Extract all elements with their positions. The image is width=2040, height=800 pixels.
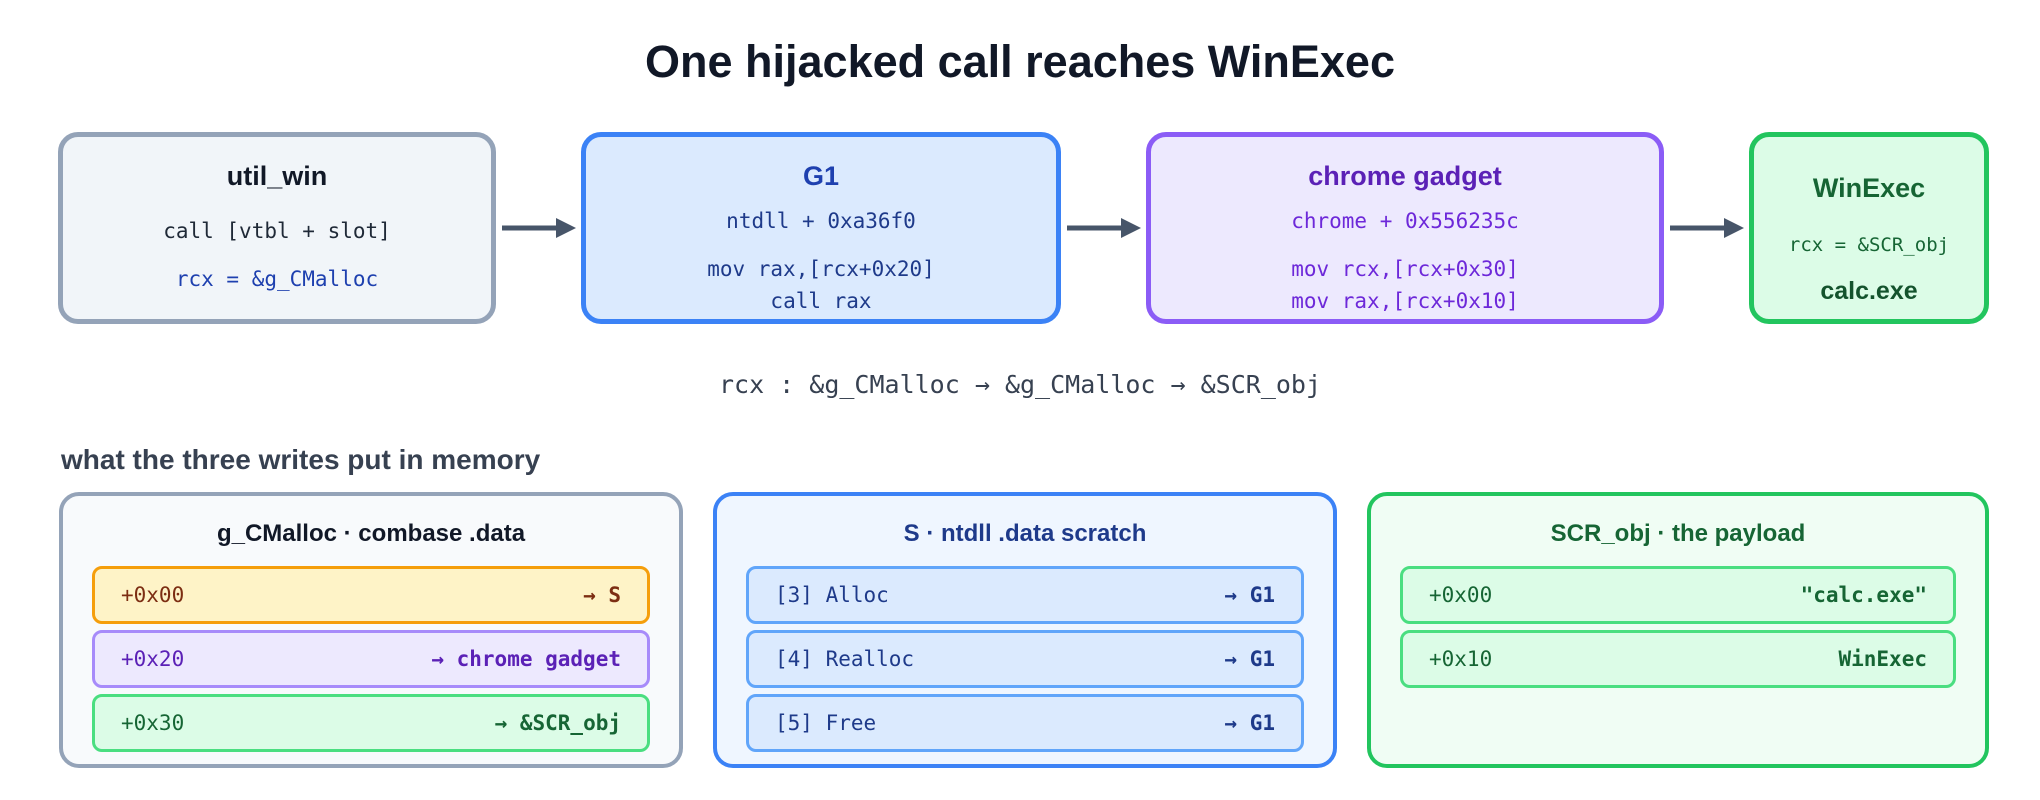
scr-obj-row-0x00: +0x00 "calc.exe" [1400, 566, 1956, 624]
memory-heading: what the three writes put in memory [61, 444, 541, 475]
chrome-gadget-title: chrome gadget [1308, 161, 1502, 191]
winexec-title: WinExec [1812, 173, 1926, 203]
row-value: → G1 [1224, 583, 1275, 607]
winexec-box: WinExec rcx = &SCR_obj calc.exe [1749, 132, 1989, 324]
arrow-chrome-to-winexec [1670, 218, 1744, 238]
row-key: [5] Free [775, 711, 877, 735]
row-key: +0x30 [121, 711, 185, 735]
g1-line-mov: mov rax,[rcx+0x20] [707, 257, 935, 281]
row-key: +0x00 [1429, 583, 1493, 607]
arrow-g1-to-chrome [1067, 218, 1141, 238]
g-cmalloc-title: g_CMalloc · combase .data [216, 520, 526, 547]
g1-line-address: ntdll + 0xa36f0 [726, 209, 916, 233]
row-value: → G1 [1224, 711, 1275, 735]
util-win-box: util_win call [vtbl + slot] rcx = &g_CMa… [58, 132, 496, 324]
util-win-line-call: call [vtbl + slot] [163, 219, 391, 243]
row-value: WinExec [1838, 647, 1927, 671]
scratch-row-free: [5] Free → G1 [746, 694, 1304, 752]
row-key: +0x00 [121, 583, 185, 607]
scratch-title: S · ntdll .data scratch [903, 520, 1147, 547]
row-key: [3] Alloc [775, 583, 889, 607]
row-value: → &SCR_obj [494, 711, 621, 735]
chrome-gadget-line-mov-rax: mov rax,[rcx+0x10] [1291, 289, 1519, 313]
row-value: "calc.exe" [1800, 583, 1927, 607]
row-key: [4] Realloc [775, 647, 915, 671]
row-key: +0x20 [121, 647, 185, 671]
scratch-row-alloc: [3] Alloc → G1 [746, 566, 1304, 624]
chrome-gadget-box: chrome gadget chrome + 0x556235c mov rcx… [1146, 132, 1664, 324]
scratch-row-realloc: [4] Realloc → G1 [746, 630, 1304, 688]
scr-obj-title: SCR_obj · the payload [1550, 520, 1806, 547]
arrow-util-to-g1 [502, 218, 576, 238]
chrome-gadget-line-mov-rcx: mov rcx,[rcx+0x30] [1291, 257, 1519, 281]
g-cmalloc-panel: g_CMalloc · combase .data +0x00 → S +0x2… [59, 492, 683, 768]
row-value: → S [583, 583, 621, 607]
winexec-line-rcx: rcx = &SCR_obj [1788, 234, 1950, 256]
util-win-title: util_win [226, 161, 328, 191]
chrome-gadget-line-address: chrome + 0x556235c [1291, 209, 1519, 233]
row-value: → G1 [1224, 647, 1275, 671]
row-value: → chrome gadget [431, 647, 621, 671]
scratch-panel: S · ntdll .data scratch [3] Alloc → G1 [… [713, 492, 1337, 768]
g-cmalloc-row-0x30: +0x30 → &SCR_obj [92, 694, 650, 752]
util-win-line-rcx: rcx = &g_CMalloc [175, 267, 379, 291]
g-cmalloc-row-0x00: +0x00 → S [92, 566, 650, 624]
g1-box: G1 ntdll + 0xa36f0 mov rax,[rcx+0x20] ca… [581, 132, 1061, 324]
scr-obj-row-0x10: +0x10 WinExec [1400, 630, 1956, 688]
rcx-trace: rcx : &g_CMalloc → &g_CMalloc → &SCR_obj [718, 370, 1322, 399]
diagram-title: One hijacked call reaches WinExec [645, 36, 1395, 87]
g-cmalloc-row-0x20: +0x20 → chrome gadget [92, 630, 650, 688]
g1-line-call: call rax [770, 289, 872, 313]
g1-title: G1 [802, 161, 840, 191]
row-key: +0x10 [1429, 647, 1493, 671]
scr-obj-panel: SCR_obj · the payload +0x00 "calc.exe" +… [1367, 492, 1989, 768]
winexec-line-calc: calc.exe [1820, 277, 1918, 305]
